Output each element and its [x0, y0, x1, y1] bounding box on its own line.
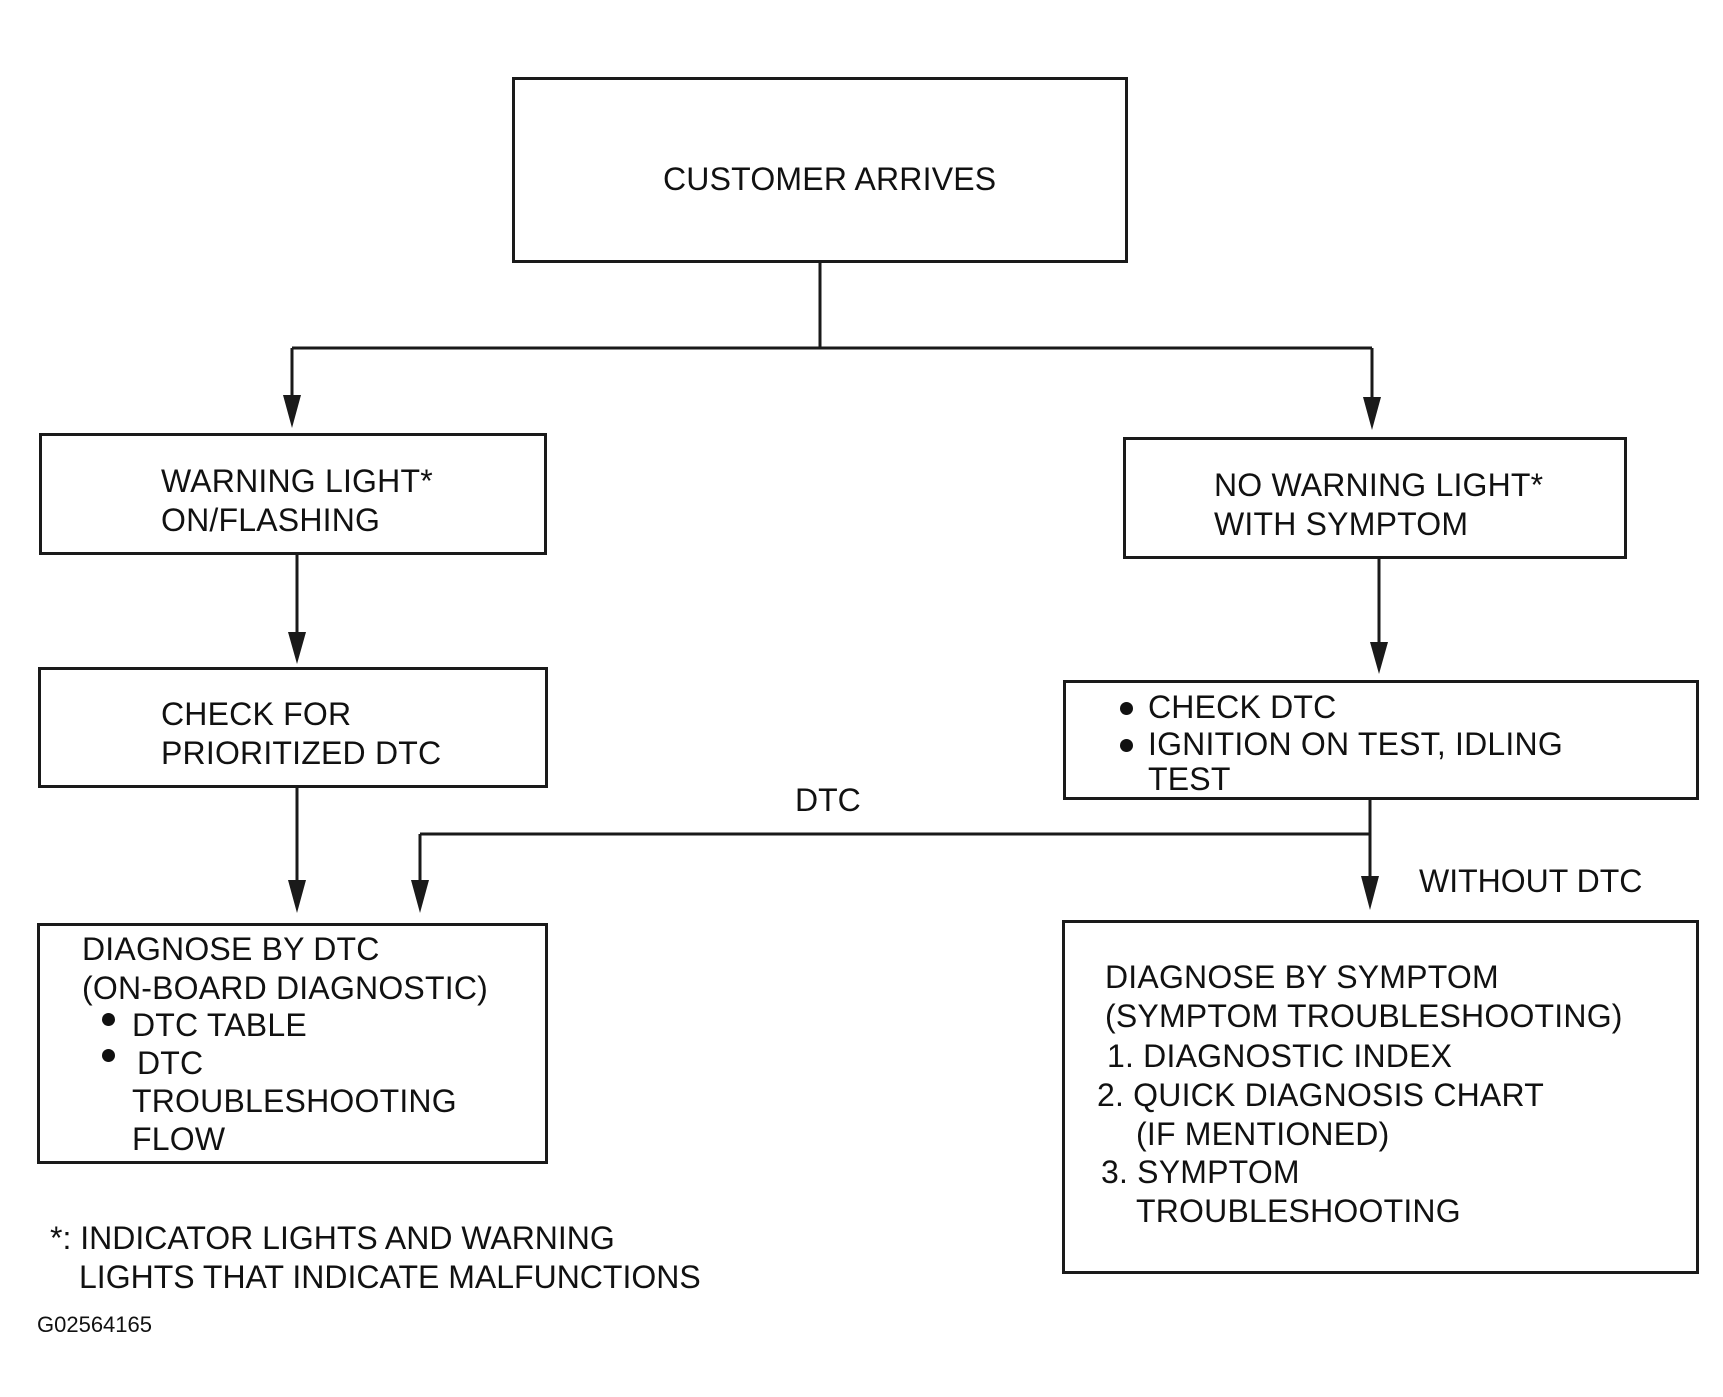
- bullet-icon: [1120, 702, 1133, 715]
- node-no-warning-light-line-2: WITH SYMPTOM: [1214, 506, 1469, 542]
- node-warning-light-line-2: ON/FLASHING: [161, 502, 381, 538]
- node-check-prioritized-line-1: CHECK FOR: [161, 696, 352, 732]
- bullet-icon: [1120, 739, 1133, 752]
- arrowhead-warning-to-check: [288, 632, 306, 664]
- node-check-prioritized-line-2: PRIORITIZED DTC: [161, 735, 442, 771]
- node-check-dtc-item-2-continuation: TEST: [1148, 761, 1231, 797]
- node-diagnose-symptom-line-2: (SYMPTOM TROUBLESHOOTING): [1105, 998, 1623, 1034]
- node-warning-light-line-1: WARNING LIGHT*: [161, 463, 433, 499]
- arrowhead-left-branch: [283, 395, 301, 428]
- node-diagnose-dtc-bullet-2: DTC: [137, 1045, 204, 1081]
- arrowhead-check-to-diagnose: [288, 880, 306, 913]
- node-diagnose-symptom-list-1: 1. DIAGNOSTIC INDEX: [1107, 1038, 1453, 1074]
- node-no-warning-light: NO WARNING LIGHT* WITH SYMPTOM: [1123, 437, 1627, 559]
- arrowhead-dtc-return: [411, 880, 429, 913]
- edge-label-dtc: DTC: [795, 782, 861, 818]
- node-diagnose-dtc-continuation-1: TROUBLESHOOTING: [132, 1083, 457, 1119]
- node-diagnose-symptom-list-3: 3. SYMPTOM: [1101, 1154, 1300, 1190]
- figure-id: G02564165: [37, 1312, 152, 1337]
- node-no-warning-light-line-1: NO WARNING LIGHT*: [1214, 467, 1544, 503]
- node-customer-arrives-label: CUSTOMER ARRIVES: [663, 161, 997, 197]
- node-check-dtc-item-2: IGNITION ON TEST, IDLING: [1148, 726, 1563, 762]
- node-customer-arrives: CUSTOMER ARRIVES: [512, 77, 1128, 263]
- bullet-icon: [102, 1049, 115, 1062]
- edge-label-without-dtc: WITHOUT DTC: [1419, 863, 1643, 899]
- node-diagnose-dtc-line-2: (ON-BOARD DIAGNOSTIC): [82, 970, 488, 1006]
- node-diagnose-symptom-list-2: 2. QUICK DIAGNOSIS CHART: [1097, 1077, 1544, 1113]
- node-diagnose-symptom-list-3-continuation: TROUBLESHOOTING: [1136, 1193, 1461, 1229]
- node-check-prioritized-dtc: CHECK FOR PRIORITIZED DTC: [38, 667, 548, 788]
- node-diagnose-dtc-line-1: DIAGNOSE BY DTC: [82, 931, 380, 967]
- arrowhead-right-branch: [1363, 397, 1381, 430]
- node-warning-light: WARNING LIGHT* ON/FLASHING: [39, 433, 547, 555]
- node-diagnose-by-dtc: DIAGNOSE BY DTC (ON-BOARD DIAGNOSTIC) DT…: [37, 923, 548, 1164]
- node-check-dtc: CHECK DTC IGNITION ON TEST, IDLING TEST: [1063, 680, 1699, 800]
- node-diagnose-symptom-list-2-continuation: (IF MENTIONED): [1136, 1116, 1390, 1152]
- footnote-line-2: LIGHTS THAT INDICATE MALFUNCTIONS: [79, 1259, 701, 1295]
- node-check-dtc-item-1: CHECK DTC: [1148, 689, 1337, 725]
- arrowhead-without-dtc: [1361, 876, 1379, 910]
- node-diagnose-by-symptom: DIAGNOSE BY SYMPTOM (SYMPTOM TROUBLESHOO…: [1062, 920, 1699, 1274]
- node-diagnose-symptom-line-1: DIAGNOSE BY SYMPTOM: [1105, 959, 1499, 995]
- node-diagnose-dtc-continuation-2: FLOW: [132, 1121, 226, 1157]
- bullet-icon: [102, 1013, 115, 1026]
- arrowhead-nowarning-to-checkdtc: [1370, 642, 1388, 674]
- node-diagnose-dtc-bullet-1: DTC TABLE: [132, 1007, 307, 1043]
- footnote-line-1: *: INDICATOR LIGHTS AND WARNING: [50, 1220, 615, 1256]
